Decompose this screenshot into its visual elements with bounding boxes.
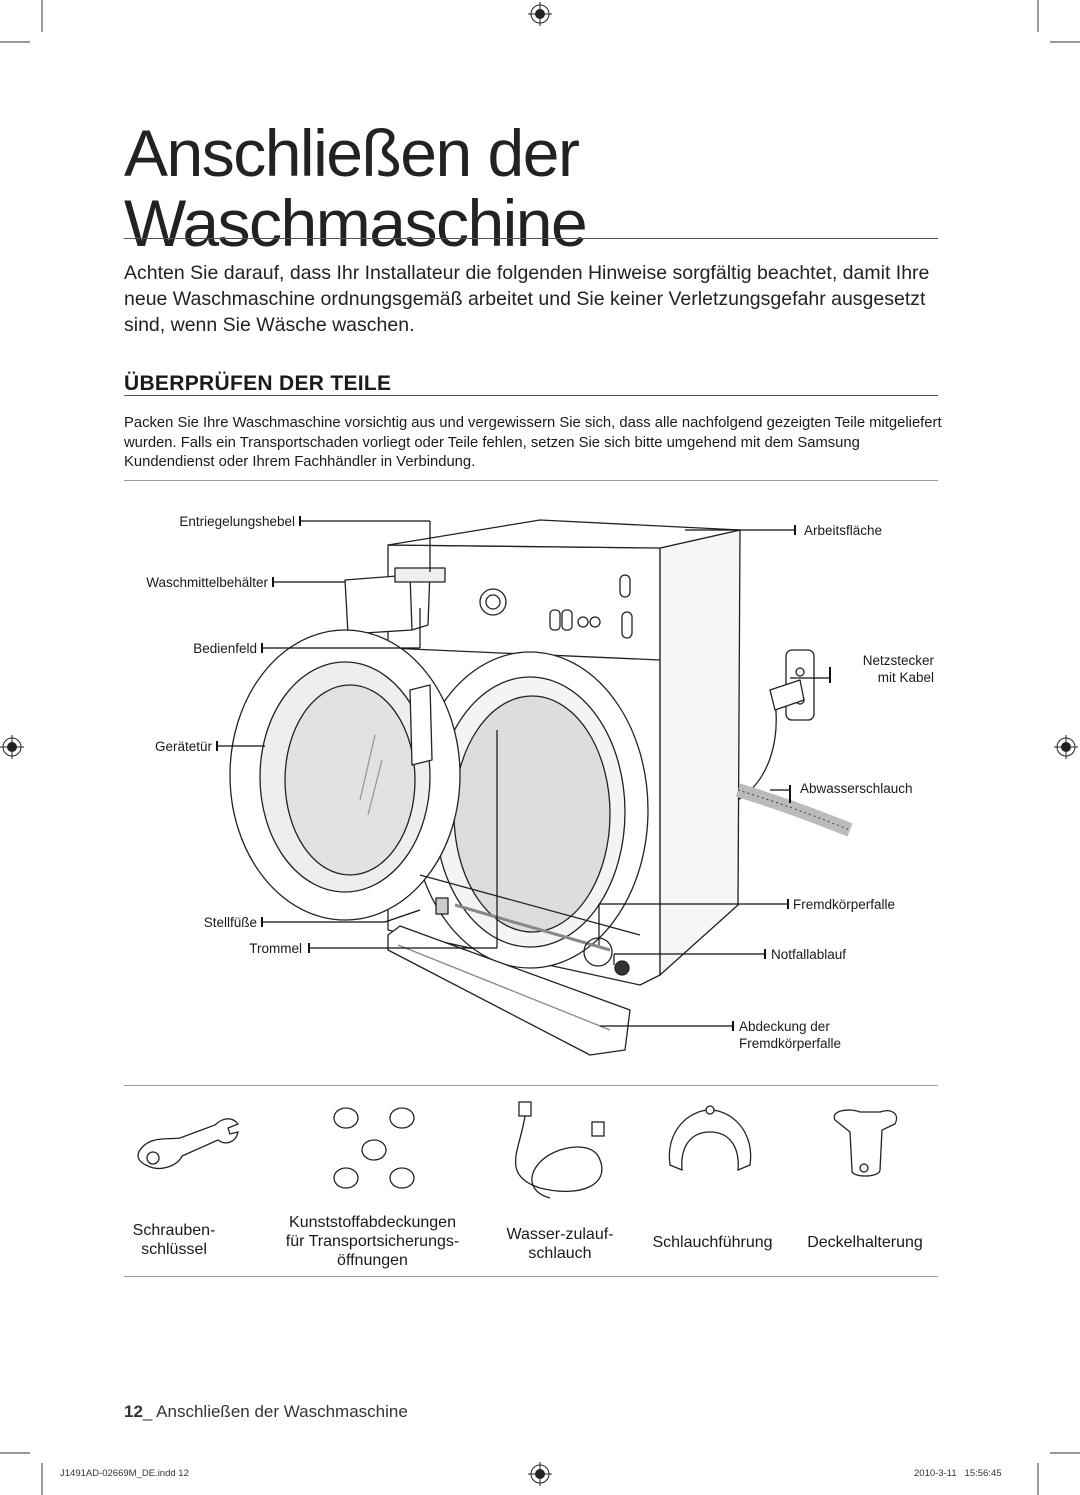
accessory-3-line1: Schlauchführung (652, 1234, 773, 1251)
accessory-schraubenschluessel: Schrauben- schlüssel (124, 1221, 224, 1259)
washing-machine-illustration (216, 516, 853, 1056)
accessories-top-divider (124, 1085, 938, 1086)
accessory-deckelhalterung: Deckelhalterung (795, 1233, 935, 1252)
print-timestamp: 2010-3-11 15:56:45 (914, 1468, 1002, 1479)
intro-paragraph: Achten Sie darauf, dass Ihr Installateur… (124, 262, 930, 336)
section-heading: ÜBERPRÜFEN DER TEILE (124, 372, 392, 395)
print-time: 15:56:45 (964, 1468, 1002, 1479)
page-title: Anschließen der Waschmaschine (124, 118, 984, 258)
label-entriegelungshebel: Entriegelungshebel (179, 514, 295, 529)
label-bedienfeld: Bedienfeld (193, 641, 257, 656)
title-divider (124, 238, 938, 239)
label-netzstecker: Netzstecker mit Kabel (863, 652, 934, 686)
section-body: Packen Sie Ihre Waschmaschine vorsichtig… (124, 415, 942, 470)
label-arbeitsflaeche: Arbeitsfläche (804, 523, 883, 538)
accessory-4-line1: Deckelhalterung (807, 1234, 923, 1251)
registration-mark-icon (528, 2, 552, 26)
accessories-illustrations (137, 1101, 898, 1199)
page-number-separator: _ (142, 1402, 157, 1421)
label-abwasserschlauch: Abwasserschlauch (800, 781, 913, 796)
label-trommel: Trommel (249, 941, 302, 956)
section-divider (124, 395, 938, 396)
accessory-1-line3: öffnungen (337, 1252, 408, 1269)
accessory-2-line2: schlauch (528, 1245, 592, 1262)
accessory-schlauchfuehrung: Schlauchführung (640, 1233, 785, 1252)
label-waschmittelbehaelter: Waschmittelbehälter (146, 575, 268, 590)
inlet-hose-icon (514, 1101, 605, 1199)
accessory-0-line1: Schrauben- (132, 1222, 216, 1239)
running-title: Anschließen der Waschmaschine (156, 1402, 408, 1421)
title-line-2: Waschmaschine (124, 186, 588, 260)
diagram-top-divider (124, 480, 938, 481)
hose-guide-icon (668, 1105, 752, 1172)
title-line-1: Anschließen der (124, 116, 580, 190)
accessory-kunststoffabdeckungen: Kunststoffabdeckungen für Transportsiche… (260, 1213, 485, 1270)
page-footer: 12_ Anschließen der Waschmaschine (124, 1402, 408, 1422)
label-fremdkoerperfalle: Fremdkörperfalle (793, 897, 896, 912)
accessories-bottom-divider (124, 1276, 938, 1277)
accessory-0-line2: schlüssel (141, 1241, 207, 1258)
label-netzstecker-line1: Netzstecker (862, 653, 934, 668)
accessory-1-line1: Kunststoffabdeckungen (289, 1214, 456, 1231)
label-abdeckung-line2: Fremdkörperfalle (739, 1036, 842, 1051)
spanner-icon (137, 1118, 240, 1170)
print-file-info: J1491AD-02669M_DE.indd 12 (60, 1468, 189, 1479)
label-geraetetuer: Gerätetür (154, 739, 212, 754)
accessory-2-line1: Wasser-zulauf- (506, 1226, 614, 1243)
label-abdeckung: Abdeckung der Fremdkörperfalle (739, 1018, 841, 1052)
transport-caps-icon (333, 1107, 415, 1189)
label-abdeckung-line1: Abdeckung der (739, 1019, 830, 1034)
accessory-1-line2: für Transportsicherungs- (285, 1233, 460, 1250)
label-netzstecker-line2: mit Kabel (877, 670, 934, 685)
page-number: 12 (124, 1402, 143, 1421)
print-date: 2010-3-11 (914, 1468, 957, 1479)
label-stellfuesse: Stellfüße (203, 915, 257, 930)
lid-holder-icon (833, 1109, 898, 1177)
accessory-wasserzulaufschlauch: Wasser-zulauf- schlauch (495, 1225, 625, 1263)
label-notfallablauf: Notfallablauf (771, 947, 847, 962)
